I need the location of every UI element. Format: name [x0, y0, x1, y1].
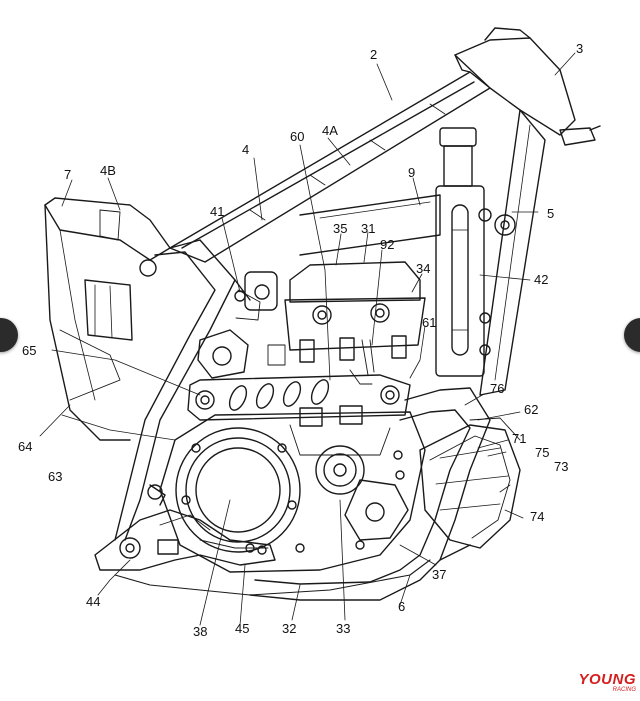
callout-label: 4 — [242, 142, 250, 157]
callout-label: 42 — [534, 272, 549, 287]
callout-label: 63 — [48, 469, 63, 484]
callout-label: 2 — [370, 47, 378, 62]
next-image-button[interactable] — [624, 318, 640, 352]
callout-label: 45 — [235, 621, 250, 636]
watermark-subtext: RACING — [612, 687, 636, 693]
callout-label: 4A — [322, 123, 338, 138]
callout-label: 75 — [535, 445, 550, 460]
main-frame-spar — [114, 239, 278, 541]
callout-label: 76 — [490, 381, 505, 396]
callout-label: 73 — [554, 459, 569, 474]
frame-top-tube — [169, 71, 491, 263]
callout-label: 32 — [282, 621, 297, 636]
frame-cross-member — [299, 194, 441, 256]
callout-label: 5 — [547, 206, 555, 221]
footpeg-bracket — [94, 484, 276, 571]
callout-label: 64 — [18, 439, 33, 454]
watermark-logo: YOUNG RACING — [574, 672, 636, 694]
callout-label: 33 — [336, 621, 351, 636]
callout-label: 41 — [210, 204, 225, 219]
callout-label: 6 — [398, 599, 406, 614]
callout-label: 44 — [86, 594, 101, 609]
exhaust-pipe — [249, 387, 491, 601]
previous-image-button[interactable] — [0, 318, 18, 352]
crankcase — [159, 405, 426, 573]
callout-label: 3 — [576, 41, 584, 56]
head-tube — [454, 27, 601, 146]
callout-label: 65 — [22, 343, 37, 358]
callout-label: 34 — [416, 261, 431, 276]
callout-label: 62 — [524, 402, 539, 417]
cylinder-head — [267, 261, 426, 376]
frame-down-tube — [479, 109, 546, 396]
callout-label: 92 — [380, 237, 395, 252]
callout-label: 38 — [193, 624, 208, 639]
callout-label: 37 — [432, 567, 447, 582]
clutch-cover — [175, 427, 301, 553]
rear-subframe — [44, 197, 171, 441]
muffler — [419, 417, 521, 549]
callout-label: 61 — [422, 315, 437, 330]
callout-label: 71 — [512, 431, 527, 446]
callout-label: 35 — [333, 221, 348, 236]
callout-label: 7 — [64, 167, 72, 182]
callout-label: 31 — [361, 221, 376, 236]
leader-lines — [39, 52, 576, 626]
throttle-body — [197, 289, 261, 379]
watermark-text: YOUNG — [578, 671, 636, 688]
callout-label: 60 — [290, 129, 305, 144]
skid-plate — [114, 559, 431, 596]
rear-shock — [435, 127, 492, 377]
callout-label: 9 — [408, 165, 416, 180]
callout-label: 4B — [100, 163, 116, 178]
callout-label: 74 — [530, 509, 545, 524]
